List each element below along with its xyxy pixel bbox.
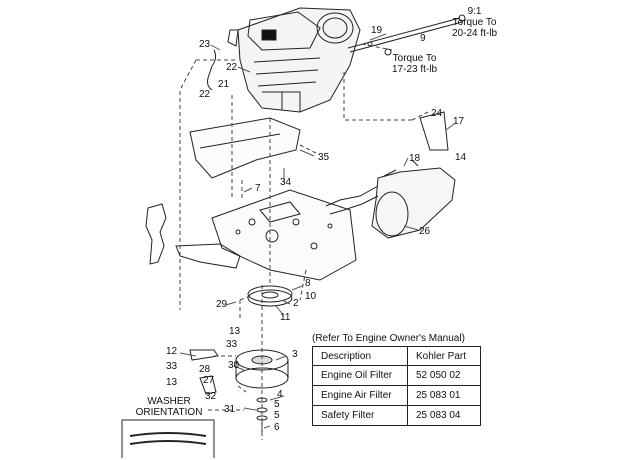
callout-label: 3 (292, 349, 298, 360)
engine-deck-plate (211, 189, 357, 281)
torque-value-text: 17-23 ft-lb (392, 64, 438, 75)
table-row: Engine Air Filter 25 083 01 (312, 385, 481, 406)
callout-label: 4 (277, 389, 283, 400)
table-cell: Engine Air Filter (312, 385, 408, 406)
column-header-part: Kohler Part (407, 346, 481, 366)
caption-line: WASHER (147, 396, 191, 407)
callout-label: 18 (409, 153, 421, 164)
muffler-bracket (419, 111, 449, 151)
callout-label: 13 (229, 326, 241, 337)
table-cell: 52 050 02 (407, 365, 481, 386)
caption-line: ORIENTATION (135, 407, 203, 418)
torque-label-text: Torque To (452, 17, 497, 28)
callout-label: 24 (431, 108, 443, 119)
throttle-torque-note: 9:1 Torque To 20-24 ft-lb (452, 6, 497, 39)
parts-table-caption: (Refer To Engine Owner's Manual) (312, 333, 465, 344)
left-frame-bracket (145, 203, 167, 265)
assembly-leader-lines (179, 43, 429, 440)
parts-table: Description Kohler Part Engine Oil Filte… (312, 346, 481, 426)
callout-label: 33 (226, 339, 238, 350)
callout-label: 27 (203, 375, 215, 386)
callout-label: 9 (420, 33, 426, 44)
callout-label: 28 (199, 364, 211, 375)
callout-label: 2 (293, 298, 299, 309)
callout-label: 34 (280, 177, 292, 188)
callout-label: 19 (371, 25, 383, 36)
table-cell: Safety Filter (312, 405, 408, 426)
callout-label: 13 (166, 377, 178, 388)
callout-label: 22 (199, 89, 211, 100)
bolt-torque-note: Torque To 17-23 ft-lb (392, 53, 437, 75)
callout-label: 21 (218, 79, 230, 90)
muffler (325, 159, 456, 239)
callout-label: 11 (280, 312, 291, 323)
engine-illustration (227, 7, 361, 113)
callout-label: 29 (216, 299, 228, 310)
washer-orientation-caption: WASHER ORIENTATION (124, 396, 214, 418)
table-cell: 25 083 04 (407, 405, 481, 426)
callout-label: 5 (274, 410, 280, 421)
callout-label: 30 (228, 360, 240, 371)
callout-label: 5 (274, 399, 280, 410)
callout-label: 8 (305, 278, 311, 289)
table-cell: 25 083 01 (407, 385, 481, 406)
callout-label: 7 (255, 183, 261, 194)
callout-label: 17 (453, 116, 465, 127)
table-cell: Engine Oil Filter (312, 365, 408, 386)
callout-label: 14 (455, 152, 467, 163)
engine-pulley (247, 285, 293, 307)
table-row: Engine Oil Filter 52 050 02 (312, 365, 481, 386)
callout-label: 31 (224, 404, 236, 415)
callout-label: 26 (419, 226, 431, 237)
belt-shield (189, 117, 301, 179)
column-header-description: Description (312, 346, 408, 366)
torque-value-text: 20-24 ft-lb (452, 28, 498, 39)
callout-label: 35 (318, 152, 330, 163)
throttle-linkage (347, 14, 466, 56)
washer-orientation-inset (121, 419, 215, 458)
torque-label-text: Torque To (392, 53, 437, 64)
callout-label: 23 (199, 39, 211, 50)
callout-leader-lines (179, 33, 455, 429)
callout-label: 6 (274, 422, 280, 433)
electric-clutch (235, 349, 289, 389)
torque-ratio-text: 9:1 (467, 6, 482, 17)
oil-drain-hose (207, 49, 217, 91)
callout-label: 10 (305, 291, 317, 302)
callout-label: 12 (166, 346, 178, 357)
table-header-row: Description Kohler Part (312, 346, 481, 366)
callout-label: 22 (226, 62, 238, 73)
table-row: Safety Filter 25 083 04 (312, 405, 481, 426)
callout-label: 32 (205, 391, 217, 402)
callout-label: 33 (166, 361, 178, 372)
